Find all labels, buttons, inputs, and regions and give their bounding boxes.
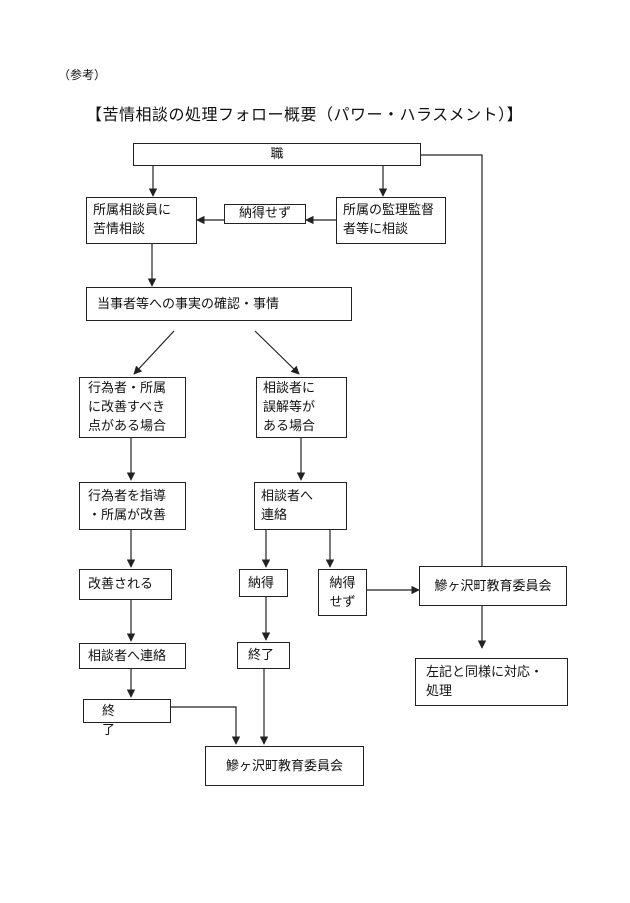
not-satisfied-box: 納得 せず: [318, 569, 367, 616]
reference-note: （参考）: [58, 68, 107, 82]
line-staff-to-board-right: [421, 154, 483, 566]
staff-box: 職: [133, 143, 421, 166]
guidance-box: 行為者を指導 ・所属が改善: [79, 482, 186, 530]
board-right-box: 鰺ヶ沢町教育委員会: [419, 566, 567, 606]
arrow-factcheck-to-needsimprovement: [133, 330, 175, 375]
end-left-box: 終 了: [83, 699, 171, 738]
page-title: 【苦情相談の処理フォロー概要（パワー・ハラスメント）】: [86, 105, 524, 124]
fact-check-box: 当事者等への事実の確認・事情: [86, 287, 352, 321]
consultant-box: 所属相談員に 苦情相談: [86, 197, 197, 244]
same-handling-box: 左記と同様に対応・ 処理: [415, 658, 568, 706]
end-mid-box: 終了: [237, 642, 290, 669]
contact-consulter-box: 相談者へ 連絡: [254, 482, 347, 530]
improved-box: 改善される: [79, 569, 172, 600]
contact-consulter-2-box: 相談者へ連絡: [79, 643, 186, 669]
misunderstanding-box: 相談者に 誤解等が ある場合: [256, 377, 347, 438]
arrow-factcheck-to-misunderstanding: [254, 330, 300, 375]
arrow-endleft-to-board: [171, 706, 241, 745]
board-bottom-box: 鰺ヶ沢町教育委員会: [205, 746, 364, 786]
satisfied-box: 納得: [239, 569, 288, 597]
needs-improvement-box: 行為者・所属 に改善すべき 点がある場合: [79, 377, 186, 438]
supervisor-box: 所属の監理監督 者等に相談: [336, 197, 446, 244]
not-satisfied-top-label: 納得せず: [224, 204, 306, 224]
